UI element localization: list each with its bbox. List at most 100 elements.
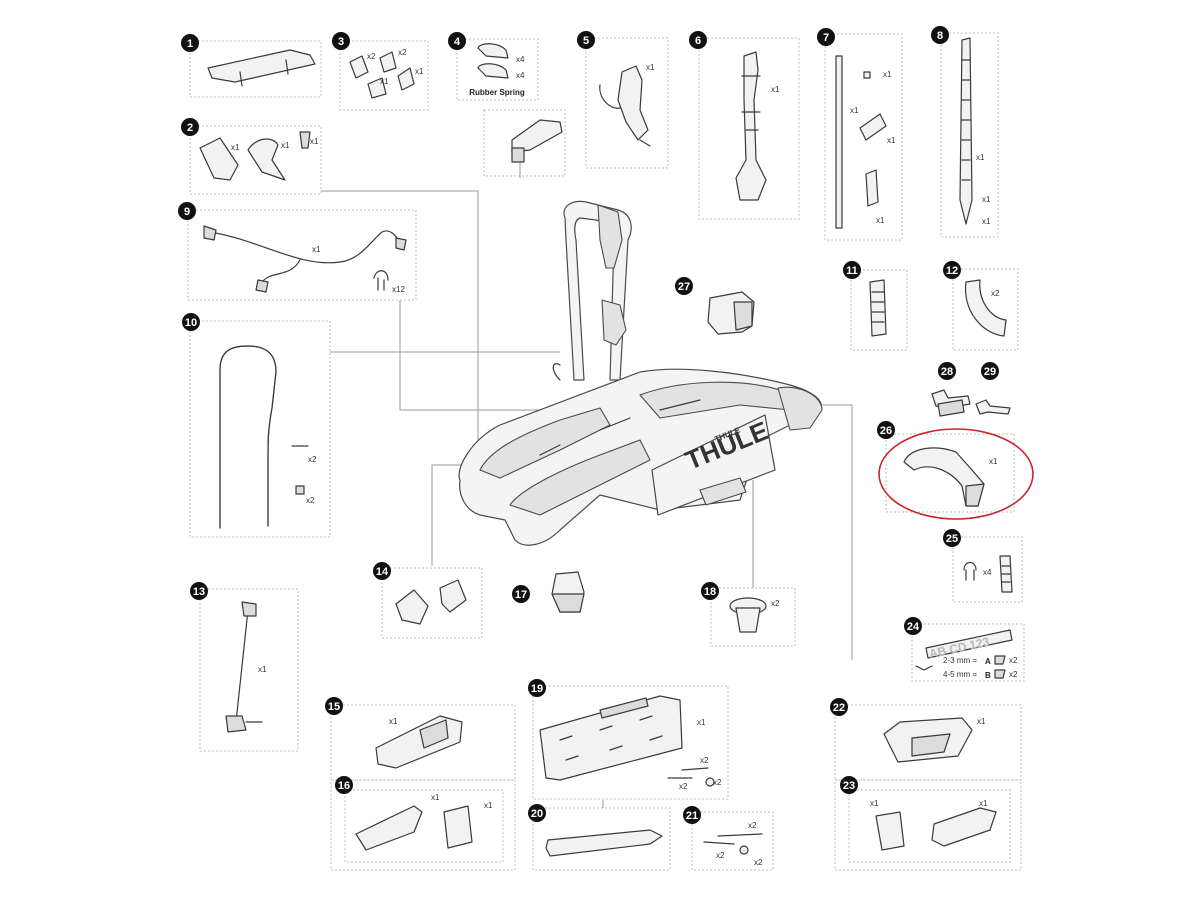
part-16-inner-box — [344, 789, 504, 863]
part-9-qty-b: x12 — [392, 285, 405, 294]
part-2: x1 x1 x1 2 — [181, 118, 322, 195]
part-7-qty-d: x1 — [876, 216, 885, 225]
part-23-box — [834, 779, 1022, 871]
part-8: x1 x1 x1 8 — [931, 26, 999, 238]
part-number-7: 7 — [823, 32, 829, 44]
part-16-qty-b: x1 — [484, 801, 493, 810]
part-12-box — [952, 268, 1019, 351]
part-number-29: 29 — [984, 366, 996, 378]
part-7: x1 x1 x1 x1 7 — [817, 28, 903, 241]
part-20-box — [532, 807, 671, 871]
part-24-box — [911, 623, 1025, 682]
part-number-1: 1 — [187, 38, 193, 50]
part-19-box — [532, 685, 729, 800]
part-2-qty-a: x1 — [231, 143, 240, 152]
part-7-qty-c: x1 — [887, 136, 896, 145]
part-26: x1 26 — [877, 421, 1034, 520]
part-5-qty: x1 — [646, 63, 655, 72]
part-number-9: 9 — [184, 206, 190, 218]
part-22-qty: x1 — [977, 717, 986, 726]
part-6-box — [698, 37, 800, 220]
part-23-qty-b: x1 — [979, 799, 988, 808]
part-3-box — [339, 40, 429, 111]
part-18: x2 18 — [701, 582, 796, 647]
part-27: 27 — [675, 277, 755, 335]
part-9-qty-a: x1 — [312, 245, 321, 254]
part-1: 1 — [181, 34, 322, 98]
part-5-box — [585, 37, 669, 169]
part-19-qty-a: x2 — [700, 756, 709, 765]
part-number-26: 26 — [880, 425, 892, 437]
part-number-6: 6 — [695, 35, 701, 47]
part-19-qty-d: x1 — [697, 718, 706, 727]
part-18-qty: x2 — [771, 599, 780, 608]
part-4-qty-b: x4 — [516, 71, 525, 80]
part-28: 28 — [931, 362, 971, 417]
part-number-25: 25 — [946, 533, 958, 545]
part-19-qty-b: x2 — [679, 782, 688, 791]
part-number-3: 3 — [338, 36, 344, 48]
part-number-12: 12 — [946, 265, 958, 277]
part-17: 17 — [512, 571, 585, 613]
part-23-inner-box — [848, 789, 1011, 863]
part-8-box — [940, 32, 999, 238]
part-4-qty-a: x4 — [516, 55, 525, 64]
part-number-11: 11 — [846, 265, 858, 277]
part-number-4: 4 — [454, 36, 461, 48]
size-a-label: 2-3 mm = — [943, 656, 977, 665]
part-9: x1 x12 9 — [178, 202, 417, 301]
part-3-qty-a: x2 — [367, 52, 376, 61]
part-7-qty-a: x1 — [850, 106, 859, 115]
part-24-qty-b: x2 — [1009, 670, 1018, 679]
main-bike-carrier: THULE THULE — [458, 200, 823, 546]
part-24-qty-a: x2 — [1009, 656, 1018, 665]
part-number-2: 2 — [187, 122, 193, 134]
part-10-qty-a: x2 — [308, 455, 317, 464]
part-10: x2 x2 10 — [182, 313, 331, 538]
part-number-19: 19 — [531, 683, 543, 695]
part-26-highlight — [878, 428, 1034, 520]
part-4: x4 x4 Rubber Spring 4 — [448, 32, 566, 177]
part-number-24: 24 — [907, 621, 920, 633]
size-a-letter: A — [985, 657, 991, 666]
part-7-qty-b: x1 — [883, 70, 892, 79]
part-3-qty-d: x1 — [415, 67, 424, 76]
part-11-box — [850, 269, 908, 351]
part-number-14: 14 — [376, 566, 389, 578]
part-7-box — [824, 33, 903, 241]
part-6-qty: x1 — [771, 85, 780, 94]
part-6: x1 6 — [689, 31, 800, 220]
part-number-15: 15 — [328, 701, 340, 713]
rubber-spring-label: Rubber Spring — [469, 88, 525, 97]
part-2-qty-c: x1 — [310, 137, 319, 146]
part-4-box — [456, 38, 539, 101]
part-number-20: 20 — [531, 808, 543, 820]
part-number-16: 16 — [338, 780, 350, 792]
part-18-box — [710, 587, 796, 647]
part-4-detail-box — [483, 109, 566, 177]
part-14-box — [381, 567, 483, 639]
part-number-17: 17 — [515, 589, 527, 601]
part-10-qty-b: x2 — [306, 496, 315, 505]
part-number-18: 18 — [704, 586, 716, 598]
part-15: x1 15 — [325, 697, 516, 781]
part-16: x1 x1 16 — [330, 776, 516, 871]
part-25-box — [952, 536, 1023, 603]
part-23-qty-a: x1 — [870, 799, 879, 808]
part-20: 20 — [528, 804, 671, 871]
part-9-box — [187, 209, 417, 301]
part-number-13: 13 — [193, 586, 205, 598]
part-21-box — [691, 811, 774, 871]
part-3-qty-c: x1 — [380, 77, 389, 86]
part-number-27: 27 — [678, 281, 690, 293]
part-13: x1 13 — [190, 582, 299, 752]
part-number-5: 5 — [583, 35, 589, 47]
part-number-23: 23 — [843, 780, 855, 792]
part-24: AB CD 123 2-3 mm = A x2 4-5 mm = B x2 24 — [904, 617, 1025, 682]
part-3: x2 x2 x1 x1 3 — [332, 32, 429, 111]
part-number-22: 22 — [833, 702, 845, 714]
part-16-qty-a: x1 — [431, 793, 440, 802]
part-25: x4 25 — [943, 529, 1023, 603]
part-29: 29 — [975, 362, 1011, 415]
